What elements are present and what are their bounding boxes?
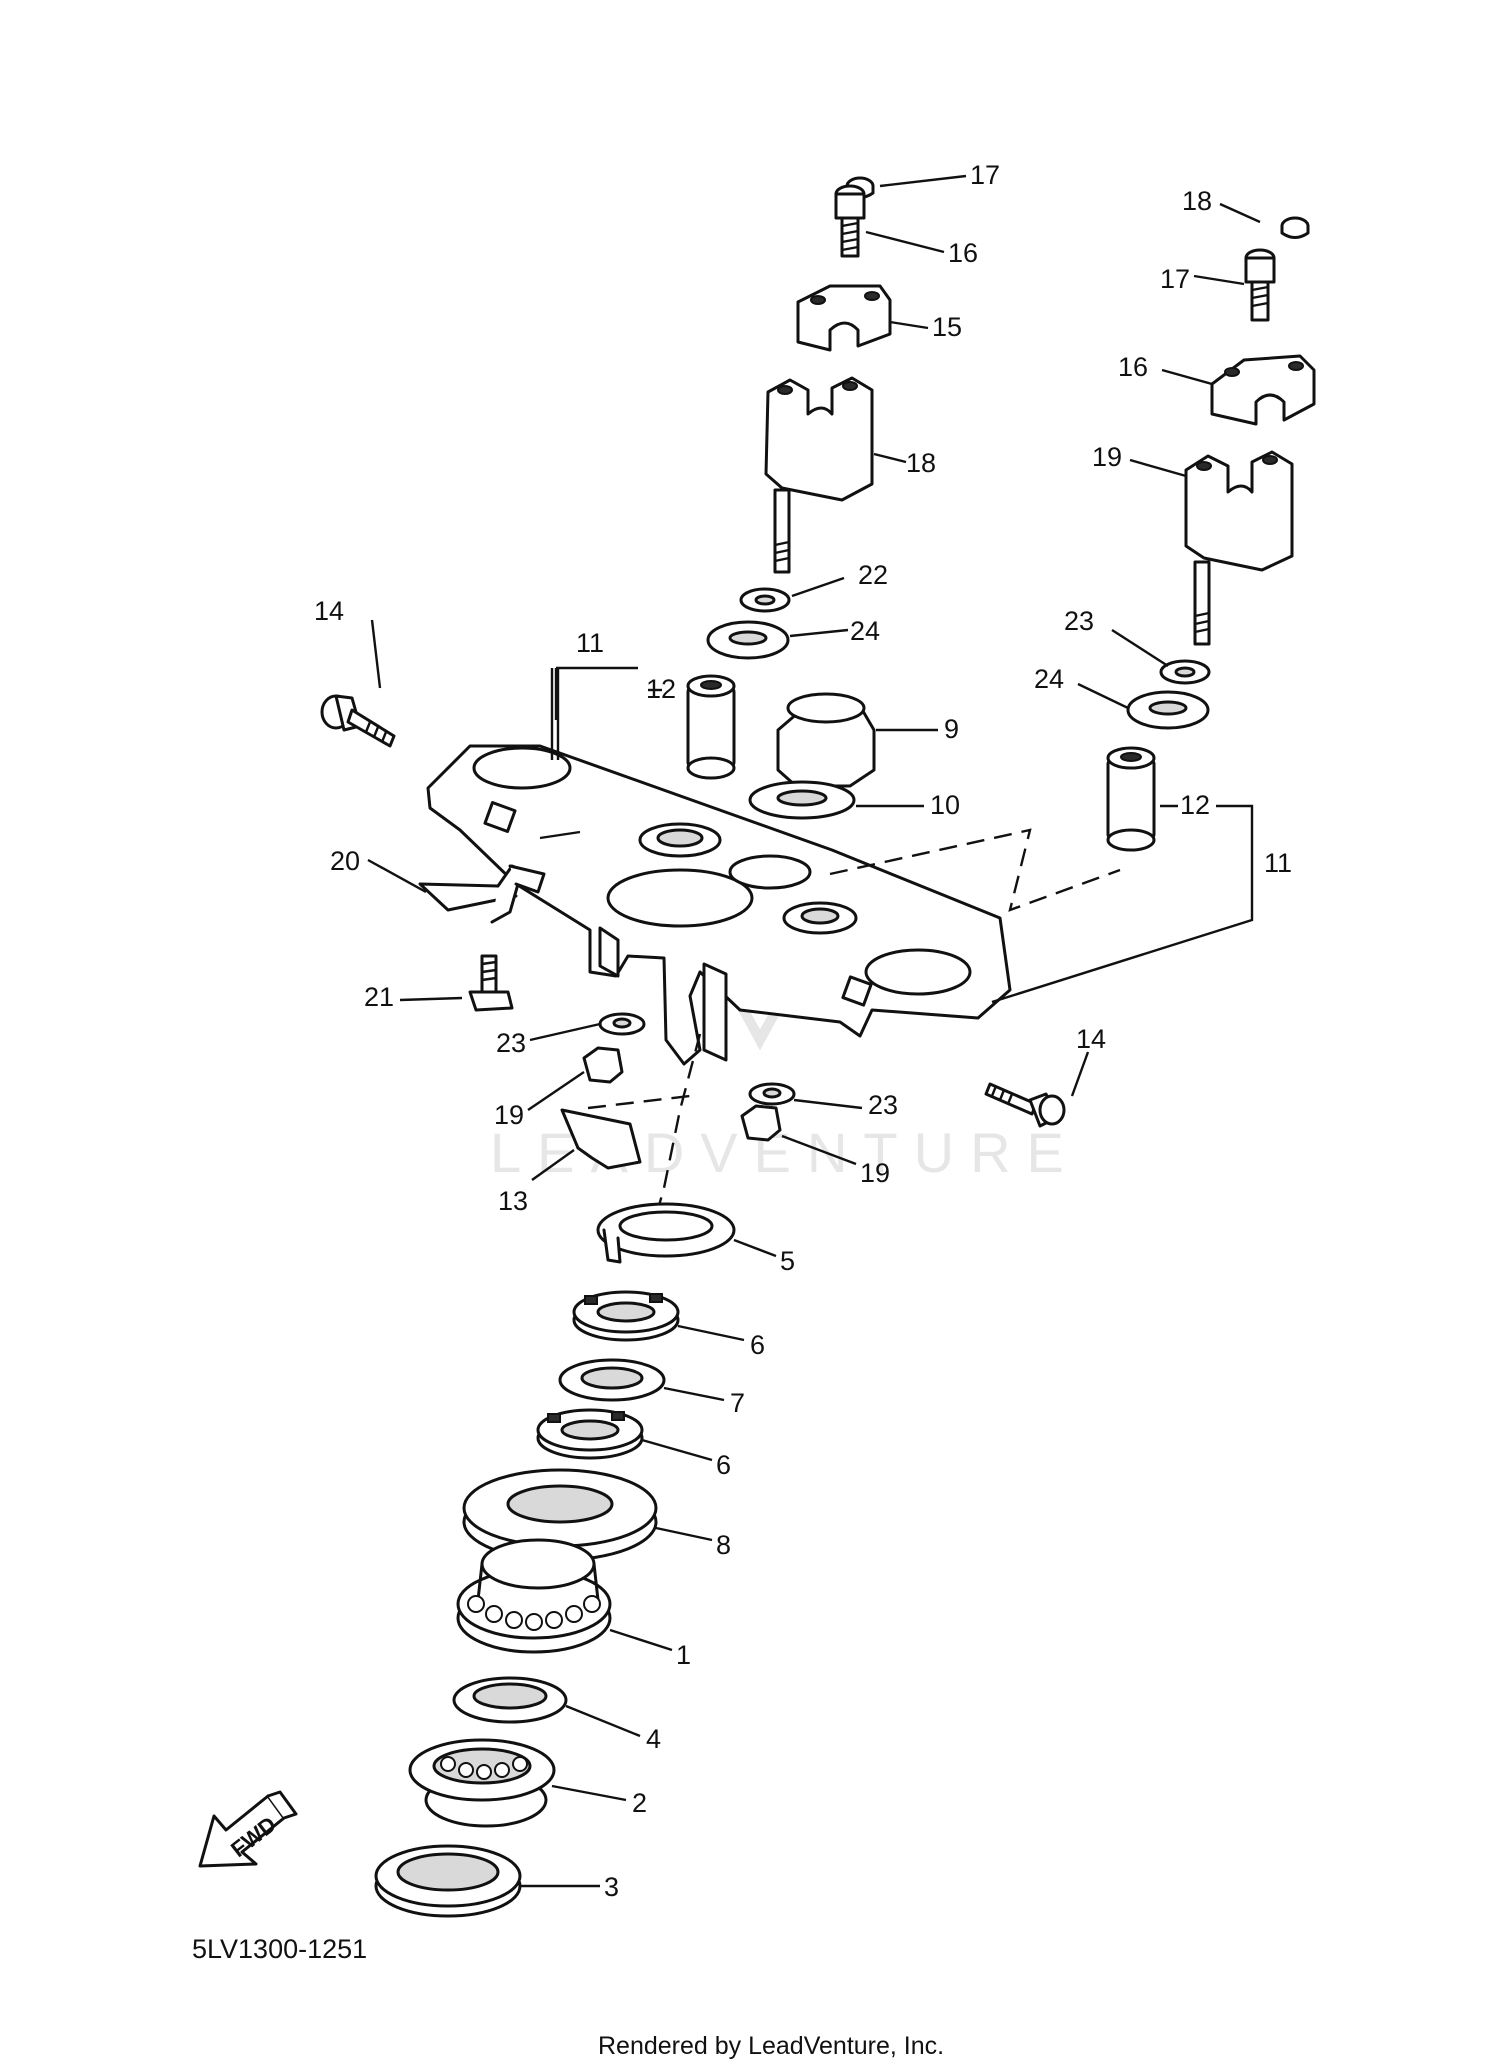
part-24-washer-right [1126,690,1210,730]
part-14-bolt-right [984,1082,1066,1128]
callout-23-right: 23 [868,1090,898,1120]
fwd-arrow-icon: FWD [198,1790,298,1868]
part-15-clamp-right [1210,354,1316,426]
callout-11-right: 11 [1264,848,1292,878]
part-17-cap-right [1280,216,1310,239]
part-19-nut-left [582,1046,624,1084]
callout-14-left: 14 [314,596,344,626]
callout-6-lower: 6 [716,1450,731,1480]
callout-labels: 17 16 15 18 22 24 12 11 9 10 12 11 14 20… [314,160,1292,1902]
callout-12-right: 12 [1180,790,1210,820]
part-21-bolt [468,954,514,1012]
part-15-clamp-left [796,284,892,352]
callout-17-right: 18 [1182,186,1212,216]
rendered-by-footer: Rendered by LeadVenture, Inc. [598,2032,944,2060]
callout-2: 2 [632,1788,647,1818]
part-23-washer-left [598,1012,646,1036]
part-24-washer-left [706,620,790,660]
part-12-collar-right [1106,746,1156,852]
callout-10: 10 [930,790,960,820]
part-16-bolt-right [1244,248,1276,322]
part-18-holder-left [764,376,874,574]
callout-7: 7 [730,1388,745,1418]
part-10-washer [748,780,856,820]
callout-14-right: 14 [1076,1024,1106,1054]
part-20-bracket [418,864,546,924]
callout-8: 8 [716,1530,731,1560]
part-7-washer [558,1358,666,1402]
callout-18-left: 18 [906,448,936,478]
callout-16-left: 16 [948,238,978,268]
part-9-nut [776,692,876,788]
part-11-upper-bracket [426,744,1012,1066]
callout-18-right: 19 [1092,442,1122,472]
callout-23-left: 23 [496,1028,526,1058]
callout-21: 21 [364,982,394,1012]
part-2-bearing-race [408,1738,556,1828]
callout-9: 9 [944,714,959,744]
callout-22-left: 22 [858,560,888,590]
part-5-lock-washer [596,1202,736,1264]
callout-5: 5 [780,1246,795,1276]
part-12-collar-left [686,674,736,780]
part-14-bolt-left [320,694,396,748]
part-23-washer-right [748,1082,796,1106]
callout-24-right: 24 [1034,664,1064,694]
part-19-nut-right [740,1104,782,1142]
part-1-ball-bearing [456,1538,612,1654]
callout-19-right: 19 [860,1158,890,1188]
callout-24-left: 24 [850,616,880,646]
part-4-seal [452,1676,568,1724]
callout-13: 13 [498,1186,528,1216]
collar-right-axis [829,828,1121,912]
part-13-plate [560,1108,642,1170]
callout-22-right: 23 [1064,606,1094,636]
part-16-bolt-left [834,184,866,258]
callout-1: 1 [676,1640,691,1670]
diagram-code: 5LV1300-1251 [192,1934,367,1964]
part-22-washer-right [1159,659,1211,685]
callout-11-left: 11 [576,628,604,658]
callout-19-left: 19 [494,1100,524,1130]
pointer-axis [587,1094,691,1110]
leader-lines [367,174,1261,1888]
callout-4: 4 [646,1724,661,1754]
callout-15-right: 16 [1118,352,1148,382]
callout-3: 3 [604,1872,619,1902]
part-3-seal [374,1844,522,1918]
part-6-ring-nut-lower [536,1408,644,1460]
callout-15-left: 15 [932,312,962,342]
callout-16-right: 17 [1160,264,1190,294]
callout-12-left: 12 [646,674,676,704]
part-6-ring-nut-upper [572,1290,680,1342]
callout-20: 20 [330,846,360,876]
part-18-holder-right [1184,450,1294,646]
callout-17-left: 17 [970,160,1000,190]
part-22-washer-left [739,587,791,613]
callout-6-upper: 6 [750,1330,765,1360]
